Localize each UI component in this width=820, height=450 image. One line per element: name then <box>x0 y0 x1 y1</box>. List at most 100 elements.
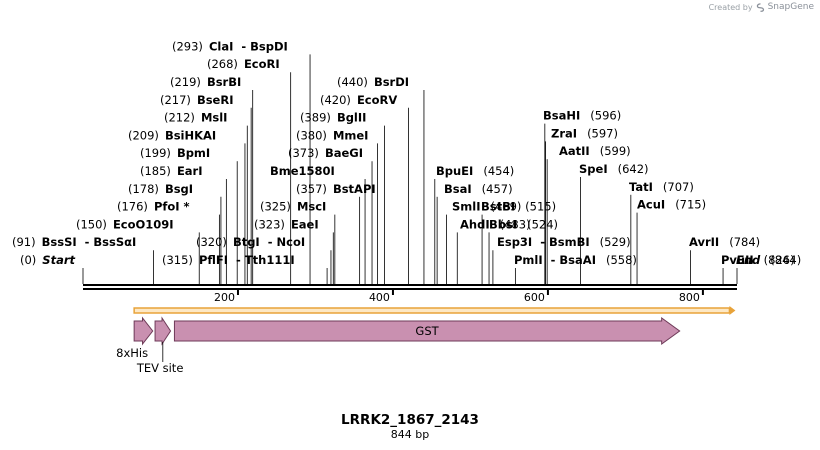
feature-label: GST <box>415 324 439 338</box>
enzyme-name: PvuII <box>721 253 754 267</box>
enzyme-name: EcoO109I <box>113 217 174 231</box>
enzyme-name: BsmBI <box>549 235 590 249</box>
site-separator: - <box>236 253 241 267</box>
site-position: (373) <box>288 146 319 160</box>
enzyme-name: BsgI <box>165 182 193 196</box>
site-position: (357) <box>296 182 327 196</box>
site-position: (524) <box>527 217 558 231</box>
enzyme-name: MscI <box>297 200 326 214</box>
site-position: (209) <box>128 128 159 142</box>
enzyme-name: PflFI <box>199 253 228 267</box>
enzyme-name: EarI <box>177 164 203 178</box>
enzyme-name: MslI <box>201 111 228 125</box>
feature-label: 8xHis <box>116 346 148 360</box>
enzyme-name: NcoI <box>277 235 306 249</box>
feature-label: TEV site <box>136 361 184 375</box>
site-separator: - <box>268 235 273 249</box>
site-separator: - <box>540 235 545 249</box>
enzyme-name: Bme1580I <box>270 164 335 178</box>
site-position: (325) <box>260 200 291 214</box>
enzyme-name: PmlI <box>514 253 543 267</box>
site-position: (320) <box>196 235 227 249</box>
site-position: (483) <box>500 217 531 231</box>
site-position: (268) <box>207 57 238 71</box>
enzyme-name: SpeI <box>579 162 608 176</box>
site-position: (219) <box>170 75 201 89</box>
enzyme-name: Start <box>42 253 75 267</box>
enzyme-name: AatII <box>559 144 590 158</box>
site-position: (454) <box>483 164 514 178</box>
site-position: (178) <box>128 182 159 196</box>
site-position: (150) <box>76 217 107 231</box>
enzyme-name: ZraI <box>551 126 577 140</box>
site-position: (217) <box>160 93 191 107</box>
enzyme-name: TatI <box>629 180 653 194</box>
site-position: (380) <box>296 128 327 142</box>
enzyme-name: BssSαI <box>93 235 136 249</box>
map-title: LRRK2_1867_2143 <box>341 412 479 428</box>
credit-prefix: Created by <box>708 2 753 12</box>
enzyme-name: BssSI <box>42 235 77 249</box>
enzyme-name: EaeI <box>291 217 319 231</box>
feature-arrow-8xhis <box>133 316 154 346</box>
enzyme-name: BaeGI <box>325 146 363 160</box>
enzyme-name: BstAPI <box>333 182 376 196</box>
site-position: (844) <box>770 253 801 267</box>
site-position: (515) <box>525 200 556 214</box>
enzyme-name: BstBI <box>481 200 515 214</box>
enzyme-name: BspDI <box>250 39 288 53</box>
site-position: (420) <box>320 93 351 107</box>
feature-arrow-gst <box>173 317 681 345</box>
enzyme-name: SmlI <box>452 200 481 214</box>
enzyme-name: BsaI <box>444 182 472 196</box>
site-position: (596) <box>590 109 621 123</box>
enzyme-name: BseRI <box>197 93 234 107</box>
orf-arrow-icon <box>729 306 736 315</box>
enzyme-name: BtgI <box>233 235 260 249</box>
site-position: (323) <box>254 217 285 231</box>
site-position: (389) <box>300 111 331 125</box>
site-position: (597) <box>587 126 618 140</box>
site-separator: - <box>241 39 246 53</box>
enzyme-name: AhdI <box>460 217 490 231</box>
site-position: (558) <box>606 253 637 267</box>
enzyme-name: BpmI <box>177 146 210 160</box>
site-position: (293) <box>172 39 203 53</box>
enzyme-name: BsaAI <box>559 253 596 267</box>
site-separator: - <box>85 235 90 249</box>
site-position: (529) <box>600 235 631 249</box>
enzyme-name: BpuEI <box>436 164 473 178</box>
ruler-tick-label: 600 <box>524 291 545 304</box>
site-position: (199) <box>140 146 171 160</box>
snapgene-credit: Created by SnapGene <box>709 2 814 12</box>
enzyme-name: EcoRI <box>244 57 280 71</box>
site-position: (826) <box>764 253 795 267</box>
site-position: (457) <box>482 182 513 196</box>
snapgene-logo-icon <box>756 2 764 12</box>
enzyme-name: MmeI <box>333 128 369 142</box>
site-position: (91) <box>12 235 36 249</box>
enzyme-name: Esp3I <box>497 235 532 249</box>
site-position: (707) <box>663 180 694 194</box>
site-separator: - <box>551 253 556 267</box>
site-position: (599) <box>600 144 631 158</box>
site-position: (440) <box>337 75 368 89</box>
site-position: (715) <box>675 198 706 212</box>
enzyme-name: BsiHKAI <box>165 128 216 142</box>
enzyme-name: BsrBI <box>207 75 241 89</box>
site-position: (185) <box>140 164 171 178</box>
credit-brand: SnapGene <box>767 2 814 12</box>
site-position: (0) <box>20 253 36 267</box>
feature-arrow-tev-site <box>154 316 172 346</box>
site-position: (784) <box>729 235 760 249</box>
enzyme-name: AvrII <box>689 235 719 249</box>
site-position: (315) <box>162 253 193 267</box>
ruler-tick-label: 200 <box>214 291 235 304</box>
enzyme-name: Tth111I <box>245 253 295 267</box>
site-position: (642) <box>618 162 649 176</box>
enzyme-name: ClaI <box>209 39 233 53</box>
enzyme-name: AcuI <box>637 198 665 212</box>
orf-bar <box>133 307 731 314</box>
ruler-tick-label: 800 <box>679 291 700 304</box>
